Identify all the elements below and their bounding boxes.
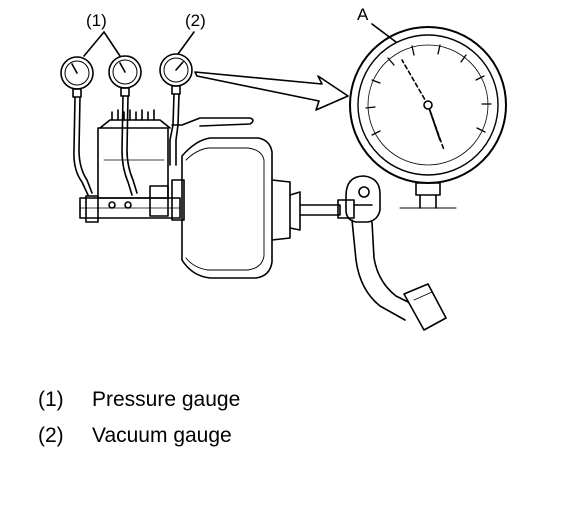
legend: (1) Pressure gauge (2) Vacuum gauge [38, 388, 538, 460]
pressure-gauge-leaders [83, 31, 195, 57]
brake-booster [171, 137, 291, 279]
pressure-gauge-right [108, 55, 142, 196]
vacuum-gauge-detail [349, 23, 507, 209]
master-cylinder [79, 109, 181, 223]
legend-text: Pressure gauge [92, 388, 241, 411]
brake-booster-test-diagram: (1) (2) A [60, 5, 507, 331]
legend-row-pressure-gauge: (1) Pressure gauge [38, 388, 538, 424]
legend-key: (2) [38, 424, 64, 447]
callout-pressure-gauge: (1) [86, 11, 107, 30]
brake-pedal [289, 175, 447, 331]
legend-key: (1) [38, 388, 64, 411]
detail-arrow [194, 71, 349, 111]
callout-detail-a: A [357, 5, 369, 24]
vacuum-gauge-small [159, 53, 254, 166]
pressure-gauge-left [60, 56, 94, 196]
callout-vacuum-gauge: (2) [185, 11, 206, 30]
legend-text: Vacuum gauge [92, 424, 232, 447]
legend-row-vacuum-gauge: (2) Vacuum gauge [38, 424, 538, 460]
